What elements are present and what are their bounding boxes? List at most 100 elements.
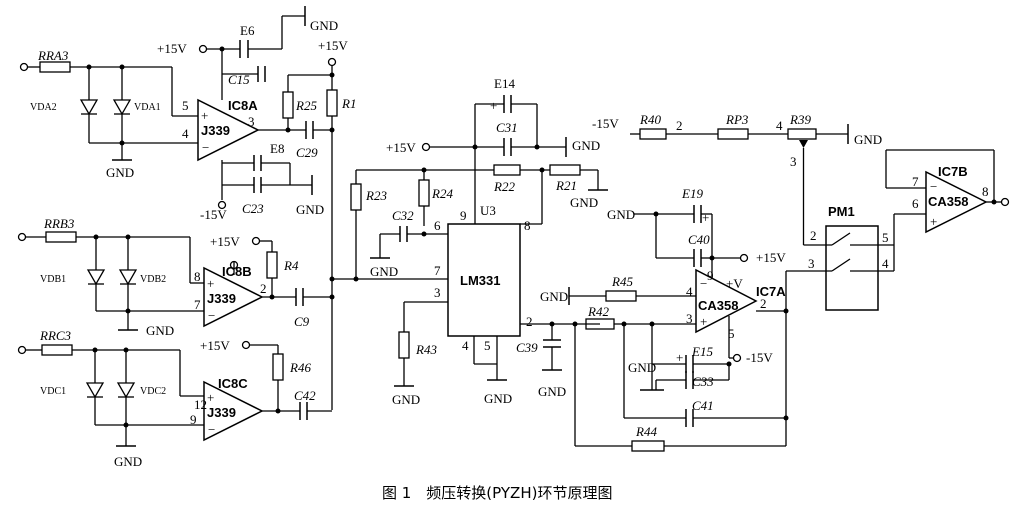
svg-text:2: 2 [760, 296, 767, 311]
svg-text:GND: GND [296, 202, 324, 217]
svg-text:+V: +V [726, 276, 743, 291]
svg-text:CA358: CA358 [698, 298, 738, 313]
diode-vda2 [79, 99, 99, 116]
svg-text:C29: C29 [296, 145, 318, 160]
svg-text:C33: C33 [692, 374, 714, 389]
svg-text:2: 2 [260, 281, 267, 296]
channel-c: RRC3 VDC1 VDC2 GND IC8C J339 + − 12 9 +1… [17, 328, 332, 469]
svg-text:C41: C41 [692, 398, 714, 413]
svg-text:3: 3 [434, 285, 441, 300]
diode-vdc2 [116, 382, 136, 399]
svg-text:J339: J339 [207, 291, 236, 306]
svg-text:+: + [702, 210, 709, 225]
svg-text:8: 8 [194, 269, 201, 284]
svg-text:VDA2: VDA2 [30, 102, 57, 113]
svg-text:C9: C9 [294, 314, 310, 329]
svg-text:5: 5 [484, 338, 491, 353]
svg-text:VDC2: VDC2 [140, 386, 166, 397]
svg-text:RRC3: RRC3 [39, 328, 72, 343]
lm331-section: R23 +15V R24 GND C32 LM331 U3 6 7 3 9 8 … [329, 76, 608, 407]
svg-text:7: 7 [912, 174, 919, 189]
svg-text:R24: R24 [431, 186, 453, 201]
opamp-ic7b [925, 170, 988, 234]
svg-text:+: + [201, 108, 208, 123]
svg-text:E15: E15 [691, 344, 713, 359]
svg-text:R21: R21 [555, 178, 577, 193]
svg-text:GND: GND [572, 138, 600, 153]
svg-text:GND: GND [114, 454, 142, 469]
resistor-r44 [631, 440, 665, 452]
svg-text:U3: U3 [480, 203, 496, 218]
svg-text:+15V: +15V [756, 250, 786, 265]
svg-text:C40: C40 [688, 232, 710, 247]
svg-text:GND: GND [484, 391, 512, 406]
svg-text:GND: GND [628, 360, 656, 375]
channel-a: RRA3 VDA2 VDA1 GND IC8A J339 + − 5 4 +15… [19, 6, 356, 410]
svg-text:7: 7 [434, 263, 441, 278]
svg-text:GND: GND [106, 165, 134, 180]
svg-text:3: 3 [808, 256, 815, 271]
svg-text:R43: R43 [415, 342, 437, 357]
channel-b: RRB3 VDB1 VDB2 GND IC8B J339 + − 8 7 +15… [17, 216, 335, 338]
svg-text:3: 3 [248, 114, 255, 129]
svg-text:C42: C42 [294, 388, 316, 403]
svg-text:IC7B: IC7B [938, 164, 968, 179]
svg-text:2: 2 [526, 314, 533, 329]
svg-text:IC8C: IC8C [218, 376, 248, 391]
svg-text:GND: GND [538, 384, 566, 399]
resistor-r43 [398, 331, 410, 359]
svg-text:+15V: +15V [210, 234, 240, 249]
svg-text:+15V: +15V [386, 140, 416, 155]
resistor-r46 [272, 353, 284, 381]
svg-text:-15V: -15V [200, 207, 227, 222]
svg-text:9: 9 [460, 208, 467, 223]
opamp-ic8a [197, 98, 260, 162]
svg-text:8: 8 [982, 184, 989, 199]
svg-text:5: 5 [882, 230, 889, 245]
svg-text:5: 5 [728, 326, 735, 341]
resistor-r22 [493, 164, 521, 176]
svg-text:−: − [202, 140, 209, 155]
svg-text:8: 8 [524, 218, 531, 233]
svg-text:4: 4 [882, 256, 889, 271]
svg-text:VDA1: VDA1 [134, 102, 161, 113]
svg-text:2: 2 [810, 228, 817, 243]
svg-text:9: 9 [190, 412, 197, 427]
svg-text:R22: R22 [493, 179, 515, 194]
svg-text:3: 3 [686, 311, 693, 326]
svg-text:−: − [208, 308, 215, 323]
svg-text:3: 3 [790, 154, 797, 169]
lm331-chip [447, 223, 521, 337]
svg-text:R45: R45 [611, 274, 633, 289]
diode-vdc1 [85, 382, 105, 399]
svg-text:R39: R39 [789, 112, 811, 127]
svg-text:C23: C23 [242, 201, 264, 216]
svg-text:+: + [676, 350, 683, 365]
svg-text:E14: E14 [494, 76, 515, 91]
svg-text:RRB3: RRB3 [43, 216, 75, 231]
svg-text:GND: GND [310, 18, 338, 33]
svg-text:GND: GND [540, 289, 568, 304]
svg-text:7: 7 [194, 297, 201, 312]
resistor-r21 [549, 164, 581, 176]
svg-text:GND: GND [570, 195, 598, 210]
svg-text:C15: C15 [228, 72, 250, 87]
svg-text:4: 4 [462, 338, 469, 353]
svg-text:LM331: LM331 [460, 273, 500, 288]
svg-text:6: 6 [912, 196, 919, 211]
svg-text:R46: R46 [289, 360, 311, 375]
svg-text:C31: C31 [496, 120, 518, 135]
svg-text:4: 4 [776, 118, 783, 133]
svg-text:GND: GND [146, 323, 174, 338]
svg-text:RP3: RP3 [725, 112, 749, 127]
svg-text:+: + [490, 98, 497, 113]
opamp-ic7a [695, 268, 758, 334]
svg-text:+: + [700, 314, 707, 329]
svg-text:GND: GND [854, 132, 882, 147]
diode-vdb1 [86, 269, 106, 286]
ic7a-section: -15V R40 2 RP3 4 R39 GND 3 IC7A CA358 − … [540, 112, 882, 452]
svg-text:GND: GND [392, 392, 420, 407]
svg-text:VDB2: VDB2 [140, 274, 166, 285]
svg-text:R4: R4 [283, 258, 299, 273]
